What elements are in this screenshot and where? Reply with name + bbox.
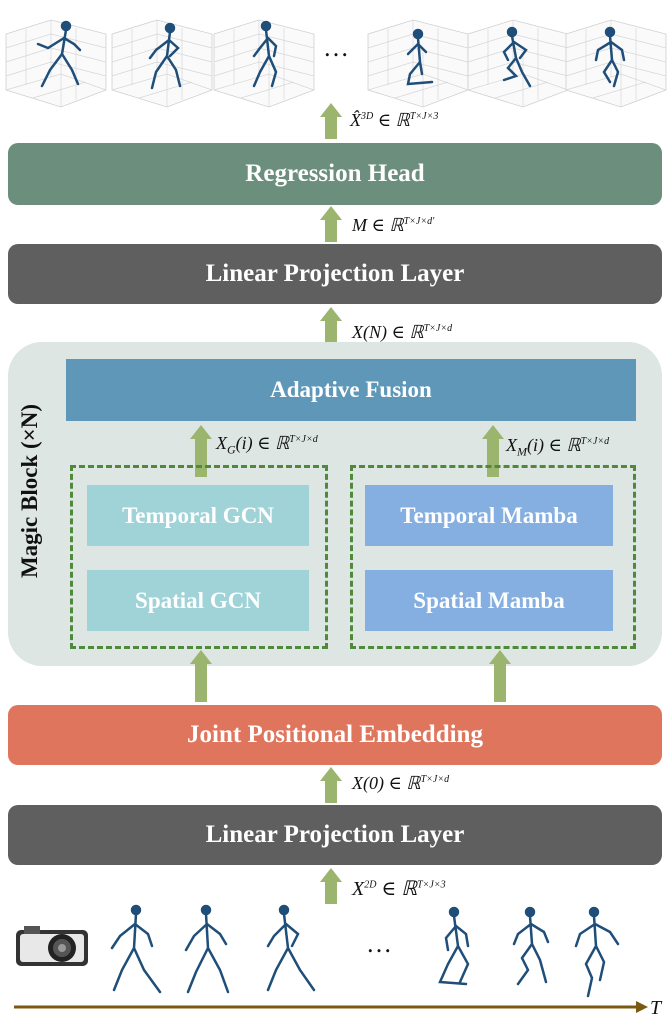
pose-2d-frame-2 bbox=[184, 904, 230, 994]
gcn-group bbox=[70, 465, 328, 649]
linear-projection-bottom-block: Linear Projection Layer bbox=[8, 805, 662, 865]
xm-formula: XM(i) ∈ ℝT×J×d bbox=[506, 435, 610, 459]
spatial-mamba-label: Spatial Mamba bbox=[413, 587, 565, 613]
linear-projection-top-label: Linear Projection Layer bbox=[205, 260, 465, 287]
regression-head-block: Regression Head bbox=[8, 143, 662, 205]
camera-icon bbox=[16, 926, 88, 966]
time-axis-label: T bbox=[650, 997, 663, 1019]
arrow-mamba-to-fusion bbox=[482, 425, 504, 477]
adaptive-fusion-block: Adaptive Fusion bbox=[66, 359, 636, 421]
arrow-embed-to-mamba bbox=[489, 650, 511, 702]
joint-positional-embedding-label: Joint Positional Embedding bbox=[187, 721, 483, 748]
arrow-embed-to-gcn bbox=[190, 650, 212, 702]
pose-2d-frame-6 bbox=[574, 906, 620, 998]
arrow-gcn-to-fusion bbox=[190, 425, 212, 477]
pose-2d-frame-3 bbox=[266, 904, 316, 992]
spatial-gcn-block: Spatial GCN bbox=[87, 570, 309, 631]
linear-projection-bottom-label: Linear Projection Layer bbox=[205, 821, 465, 848]
pose-3d-frame-3 bbox=[213, 19, 315, 108]
output-3d-formula: X̂3D ∈ ℝT×J×3 bbox=[350, 110, 439, 130]
spatial-gcn-label: Spatial GCN bbox=[135, 587, 261, 613]
pose-2d-strip: … T bbox=[14, 904, 663, 1019]
mamba-group bbox=[350, 465, 636, 649]
arrow-to-linear-bottom bbox=[320, 868, 342, 904]
temporal-mamba-label: Temporal Mamba bbox=[400, 502, 578, 528]
xg-formula: XG(i) ∈ ℝT×J×d bbox=[216, 433, 318, 457]
x2d-formula: X2D ∈ ℝT×J×3 bbox=[352, 878, 446, 900]
pose-3d-frame-6 bbox=[565, 19, 667, 108]
arrow-to-output bbox=[320, 103, 342, 139]
m-formula: M ∈ ℝT×J×d′ bbox=[352, 215, 435, 235]
pose-3d-frame-1 bbox=[5, 19, 107, 108]
temporal-mamba-block: Temporal Mamba bbox=[365, 485, 613, 546]
temporal-gcn-label: Temporal GCN bbox=[122, 502, 274, 528]
xn-formula: X(N) ∈ ℝT×J×d bbox=[352, 322, 453, 342]
arrow-to-regression bbox=[320, 206, 342, 242]
magic-block-label: Magic Block (×N) bbox=[17, 403, 42, 579]
pose-2d-frame-4 bbox=[438, 906, 470, 986]
arrow-to-embedding bbox=[320, 767, 342, 803]
pose-2d-frame-1 bbox=[110, 904, 162, 994]
ellipsis-bottom: … bbox=[366, 929, 392, 958]
pose-3d-frame-4 bbox=[367, 19, 469, 108]
pose-3d-frame-2 bbox=[111, 19, 213, 108]
adaptive-fusion-label: Adaptive Fusion bbox=[270, 377, 432, 402]
joint-positional-embedding-block: Joint Positional Embedding bbox=[8, 705, 662, 765]
regression-head-label: Regression Head bbox=[245, 160, 425, 187]
x0-formula: X(0) ∈ ℝT×J×d bbox=[352, 773, 450, 793]
time-axis bbox=[14, 1001, 648, 1013]
pose-2d-frame-5 bbox=[512, 906, 550, 986]
pose-3d-frame-5 bbox=[467, 19, 569, 108]
linear-projection-top-block: Linear Projection Layer bbox=[8, 244, 662, 304]
temporal-gcn-block: Temporal GCN bbox=[87, 485, 309, 546]
ellipsis-top: … bbox=[323, 33, 349, 62]
pose-3d-strip: … bbox=[5, 19, 667, 108]
spatial-mamba-block: Spatial Mamba bbox=[365, 570, 613, 631]
